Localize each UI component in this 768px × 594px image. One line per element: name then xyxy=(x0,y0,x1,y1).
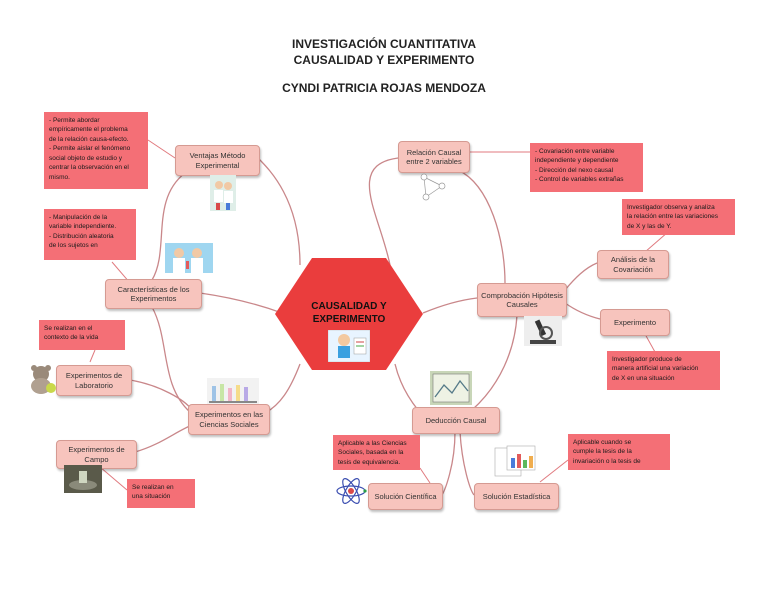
arrow-lab-note xyxy=(89,349,96,363)
note-line: Sociales, basada en la xyxy=(338,449,404,457)
note-line: de X en una situación xyxy=(612,374,675,382)
link-relacion xyxy=(368,157,399,266)
topic-exp-ciencias-sociales[interactable]: Experimentos en las Ciencias Sociales xyxy=(188,404,270,435)
note-line: una situación xyxy=(132,493,171,501)
topic-solucion-estadistica[interactable]: Solución Estadística xyxy=(474,483,559,510)
note-line: Investigador produce de xyxy=(612,356,682,363)
note-line: de la relación causa-efecto. xyxy=(49,135,129,143)
note-line: Aplicable cuando se xyxy=(573,439,632,446)
note-line: cumple la tesis de la xyxy=(573,448,632,456)
note-line: - Permite aislar el fenómeno xyxy=(49,145,131,153)
link-comprob-analisis xyxy=(564,262,598,291)
link-comprobacion xyxy=(422,297,478,314)
link-relacion-comprob xyxy=(457,169,506,284)
chart-documents-picture xyxy=(494,445,536,477)
link-deduccion-cientifica xyxy=(441,431,456,496)
link-deduccion-estadistica xyxy=(459,431,475,496)
note-laboratorio: Se realizan en el contexto de la vida xyxy=(39,320,125,350)
causal-graph-icon xyxy=(420,173,446,201)
note-line: centrar la observación en el xyxy=(49,164,129,172)
lab-flasks-picture xyxy=(207,378,259,404)
link-caract-sociales xyxy=(151,306,191,413)
note-solucion-estadistica: Aplicable cuando se cumple la tesis de l… xyxy=(568,434,670,470)
arrow-experimento-note xyxy=(644,333,656,353)
note-line: - Distribución aleatoria xyxy=(49,232,114,240)
note-analisis-covariacion: Investigador observa y analiza la relaci… xyxy=(622,199,735,235)
student-clipart-picture xyxy=(328,330,370,362)
link-comprob-experimento xyxy=(564,302,601,320)
note-line: tesis de equivalencia. xyxy=(338,458,401,466)
note-line: independiente y dependiente xyxy=(535,157,619,165)
note-line: Se realizan en xyxy=(132,484,174,491)
author-name: CYNDI PATRICIA ROJAS MENDOZA xyxy=(282,81,486,95)
arrow-ventajas-note xyxy=(147,139,176,159)
note-line: Aplicable a las Ciencias xyxy=(338,440,407,447)
note-line: de X y las de Y. xyxy=(627,222,672,230)
landscape-picture xyxy=(430,371,472,405)
note-line: - Covariación entre variable xyxy=(535,148,615,155)
topic-deduccion-causal[interactable]: Deducción Causal xyxy=(412,407,500,434)
note-line: mismo. xyxy=(49,173,70,181)
link-campo xyxy=(134,424,193,453)
note-line: - Permite abordar xyxy=(49,117,100,124)
arrow-cientifica-note xyxy=(419,467,431,484)
title-line-1: INVESTIGACIÓN CUANTITATIVA xyxy=(292,37,476,51)
topic-exp-laboratorio[interactable]: Experimentos de Laboratorio xyxy=(56,365,132,396)
topic-experimento[interactable]: Experimento xyxy=(600,309,670,336)
central-topic-label: CAUSALIDAD Y EXPERIMENTO xyxy=(311,301,387,325)
topic-solucion-cientifica[interactable]: Solución Científica xyxy=(368,483,443,510)
link-comprob-deduccion xyxy=(471,314,518,411)
note-experimento: Investigador produce de manera artificia… xyxy=(607,351,720,390)
note-campo: Se realizan en una situación xyxy=(127,479,195,508)
link-ventajas xyxy=(257,157,301,266)
link-caract-ventajas xyxy=(151,172,186,281)
link-sociales xyxy=(264,363,301,414)
note-solucion-cientifica: Aplicable a las Ciencias Sociales, basad… xyxy=(333,435,420,470)
note-ventajas: - Permite abordar empíricamente el probl… xyxy=(44,112,148,189)
note-line: de los sujetos en xyxy=(49,242,98,250)
note-line: empíricamente el problema xyxy=(49,126,128,134)
note-line: la relación entre las variaciones xyxy=(627,213,719,221)
note-line: Se realizan en el xyxy=(44,325,93,332)
topic-ventajas[interactable]: Ventajas Método Experimental xyxy=(175,145,260,176)
arrow-estadistica-note xyxy=(539,459,569,483)
note-line: contexto de la vida xyxy=(44,334,99,342)
note-line: invariación o la tesis de xyxy=(573,457,641,465)
arrow-campo-note xyxy=(99,466,128,491)
field-lab-picture xyxy=(64,465,102,493)
note-line: Investigador observa y analiza xyxy=(627,204,715,211)
link-deduccion xyxy=(394,363,419,411)
note-line: social objeto de estudio y xyxy=(49,154,122,162)
note-relacion-causal: - Covariación entre variable independien… xyxy=(530,143,643,192)
atom-icon xyxy=(336,478,367,504)
topic-analisis-covariacion[interactable]: Análisis de la Covariación xyxy=(597,250,669,279)
note-line: - Control de variables extrañas xyxy=(535,176,624,184)
teddy-bear-picture xyxy=(31,365,56,394)
microscope-picture xyxy=(524,316,562,346)
topic-comprobacion[interactable]: Comprobación Hipótesis Causales xyxy=(477,283,567,317)
arrow-analisis-note xyxy=(644,231,669,253)
link-caracteristicas xyxy=(199,292,283,314)
note-caracteristicas: - Manipulación de la variable independie… xyxy=(44,209,136,260)
note-line: manera artificial una variación xyxy=(612,365,699,373)
scientists-picture xyxy=(165,243,213,273)
link-lab xyxy=(129,379,193,411)
note-line: - Dirección del nexo causal xyxy=(535,166,614,174)
note-line: - Manipulación de la xyxy=(49,214,108,221)
topic-caracteristicas[interactable]: Características de los Experimentos xyxy=(105,279,202,309)
topic-relacion-causal[interactable]: Relación Causal entre 2 variables xyxy=(398,141,470,173)
note-line: variable independiente. xyxy=(49,223,117,231)
lab-children-picture xyxy=(210,175,236,211)
title-line-2: CAUSALIDAD Y EXPERIMENTO xyxy=(293,53,475,67)
